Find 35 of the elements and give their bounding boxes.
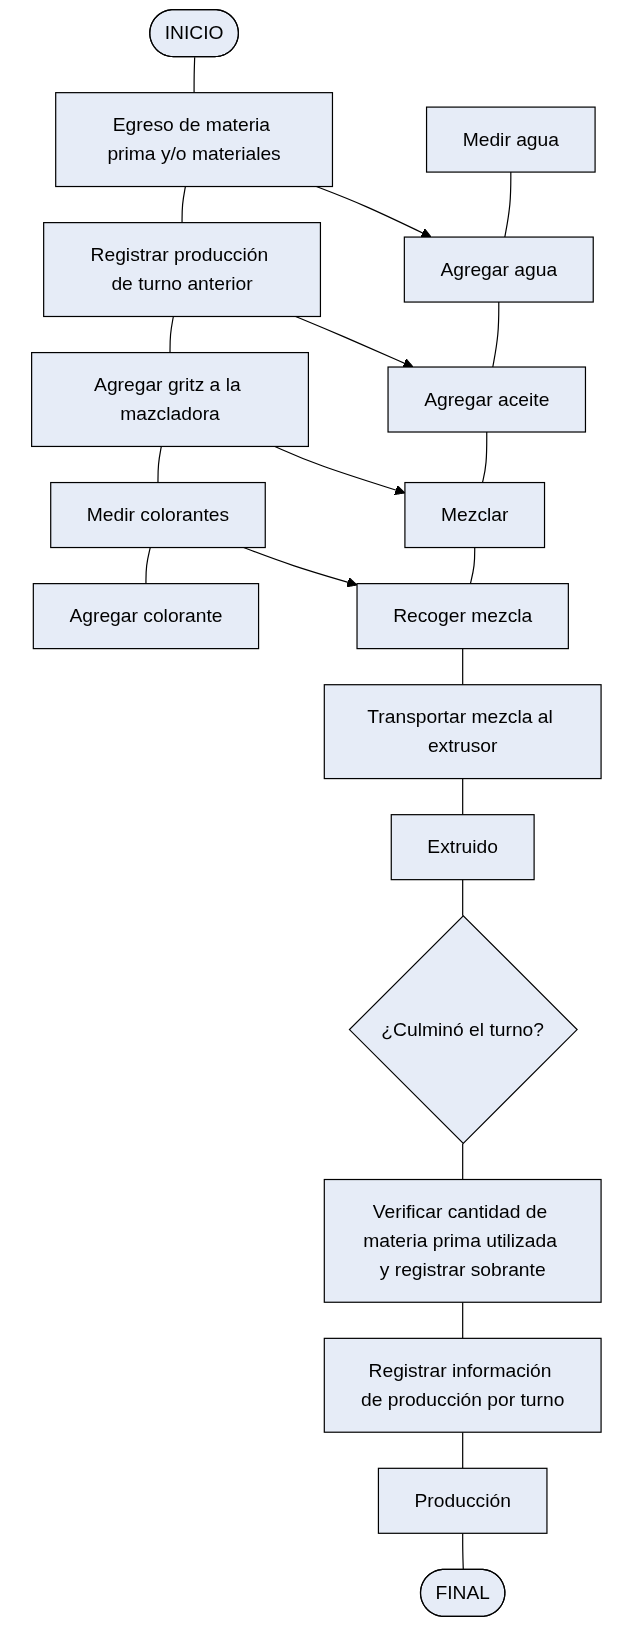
connector [169,315,175,354]
connector [193,56,196,94]
node-box: Egreso de materia prima y/o materiales [55,92,334,188]
connector [462,879,464,917]
connector [462,1301,464,1339]
node-box: Recoger mezcla [356,583,570,650]
node-diamond: ¿Culminó el turno? [348,914,579,1145]
node-box: Transportar mezcla al extrusor [323,684,602,780]
connector [145,546,151,585]
node-box: Registrar producción de turno anterior [43,222,322,318]
arrow [274,445,406,496]
connector [181,185,187,224]
node-box: Agregar agua [403,236,594,303]
node-box: Extruido [390,814,535,881]
connector [492,301,500,368]
connector [462,1142,464,1181]
node-box: Agregar gritz a la mazcladora [31,352,310,448]
arrow [243,546,358,588]
node-box: Registrar información de producción por turno [323,1337,602,1433]
node-box: Agregar colorante [32,583,260,650]
connector [482,431,488,484]
node-box: Producción [377,1467,548,1534]
arrow [295,315,414,369]
node-box: Agregar aceite [387,366,587,433]
connector [157,445,163,484]
node-box: Medir agua [426,106,596,173]
connector [462,1532,465,1571]
node-box: Verificar cantidad de materia prima utilizada y registrar sobrante [323,1178,602,1303]
node-box: Mezclar [404,481,546,549]
connector [462,648,464,686]
connector [504,171,512,238]
connector [462,778,464,816]
node-box: Medir colorantes [50,481,266,549]
connector [462,1431,464,1469]
connector [469,546,476,585]
